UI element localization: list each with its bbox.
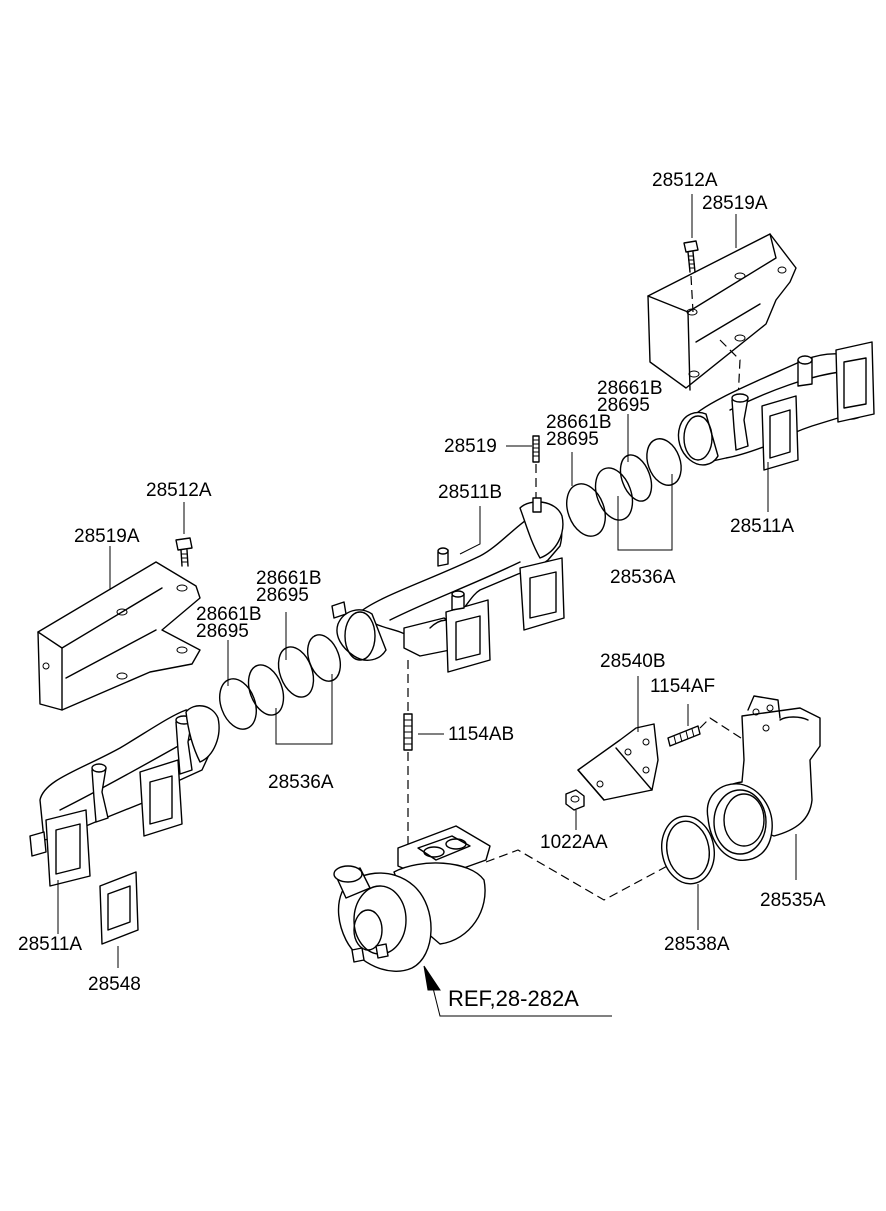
label-28538a: 28538A <box>664 934 730 955</box>
label-28540b: 28540B <box>600 651 666 672</box>
gasket-28548-icon <box>99 871 139 945</box>
label-28661b-center-right: 28661B <box>256 568 322 589</box>
label-28536a-right: 28536A <box>610 567 676 588</box>
label-28661b-center-left: 28661B <box>196 604 262 625</box>
label-28511a-right: 28511A <box>730 516 794 537</box>
label-28695-center-right: 28695 <box>256 585 309 606</box>
label-28511b: 28511B <box>438 482 502 503</box>
label-28661b-upper-right: 28661B <box>597 378 663 399</box>
bracket-28540b-icon <box>577 723 659 801</box>
label-28512a-lower: 28512A <box>146 480 212 501</box>
label-28548: 28548 <box>88 974 141 995</box>
leader-lines <box>57 194 797 968</box>
label-1022aa: 1022AA <box>540 832 608 853</box>
stud-1154af-icon <box>667 725 701 747</box>
label-28512a-upper: 28512A <box>652 170 718 191</box>
exhaust-elbow-28535a-icon <box>706 695 821 861</box>
heat-shield-lower-icon <box>37 561 201 711</box>
label-28519a-upper: 28519A <box>702 193 768 214</box>
label-28519a-lower: 28519A <box>74 526 140 547</box>
seal-ring-28538a-icon <box>661 815 715 885</box>
label-28661b-upper-center: 28661B <box>546 412 612 433</box>
nut-1022aa-icon <box>565 789 585 811</box>
label-28695-upper-right: 28695 <box>597 395 650 416</box>
label-28535a: 28535A <box>760 890 826 911</box>
ref-arrow-icon <box>423 965 612 1017</box>
turbocharger-icon <box>333 825 491 972</box>
exhaust-manifold-rear-icon <box>677 341 875 471</box>
seal-rings-center-icon <box>219 634 342 730</box>
heat-shield-upper-icon <box>647 233 797 391</box>
label-28511a-left: 28511A <box>18 934 82 955</box>
label-28519: 28519 <box>444 436 497 457</box>
label-1154ab: 1154AB <box>448 724 514 745</box>
stud-28519-icon <box>532 435 540 463</box>
stud-1154ab-icon <box>403 713 413 751</box>
bolt-upper-icon <box>683 240 699 273</box>
label-28536a-left: 28536A <box>268 772 334 793</box>
label-28695-center-left: 28695 <box>196 621 249 642</box>
label-28695-upper-center: 28695 <box>546 429 599 450</box>
seal-rings-upper-icon <box>566 438 682 537</box>
bolt-lower-icon <box>175 537 193 567</box>
label-ref-28-282a: REF,28-282A <box>448 986 579 1011</box>
exhaust-manifold-front-icon <box>29 705 220 887</box>
label-1154af: 1154AF <box>650 676 715 697</box>
exhaust-manifold-center-icon <box>331 497 565 673</box>
